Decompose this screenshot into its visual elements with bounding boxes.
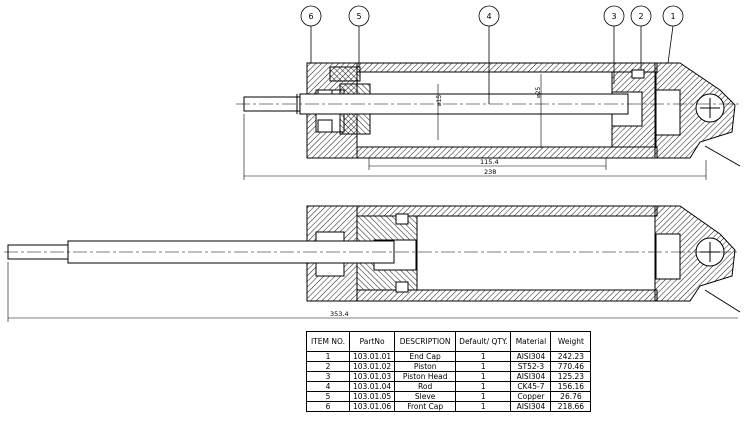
bom-header-description: DESCRIPTION <box>394 331 457 352</box>
bom-weight: 26.76 <box>550 391 592 402</box>
bom-material: CK45-7 <box>510 381 552 392</box>
balloon-3-label: 3 <box>611 12 616 21</box>
bom-material: AISI304 <box>510 371 552 382</box>
bom-item-no: 4 <box>306 381 350 392</box>
bom-item-no: 6 <box>306 401 350 412</box>
balloon-2 <box>630 5 652 27</box>
balloon-2-label: 2 <box>638 12 643 21</box>
bom-item-no: 1 <box>306 351 350 362</box>
balloon-5 <box>348 5 370 27</box>
dimensions-bottom <box>7 262 738 322</box>
bom-partno: 103.01.02 <box>348 361 396 372</box>
bom-weight: 242.23 <box>550 351 592 362</box>
bom-partno: 103.01.04 <box>348 381 396 392</box>
bom-qty: 1 <box>455 371 512 382</box>
bom-material: Copper <box>510 391 552 402</box>
rod-top <box>299 93 629 115</box>
bom-material: AISI304 <box>510 401 552 412</box>
balloon-6 <box>300 5 322 27</box>
bom-description: Sleve <box>394 391 457 402</box>
table-row: 4 103.01.04 Rod 1 CK45-7 156.16 <box>306 381 592 392</box>
table-row: 5 103.01.05 Sleve 1 Copper 26.76 <box>306 391 592 402</box>
bom-weight: 218.66 <box>550 401 592 412</box>
bom-qty: 1 <box>455 381 512 392</box>
table-row: 3 103.01.03 Piston Head 1 AISI304 125.23 <box>306 371 592 382</box>
bom-qty: 1 <box>455 391 512 402</box>
bom-partno: 103.01.05 <box>348 391 396 402</box>
barrel-wall-upper-top <box>356 62 658 73</box>
bom-partno: 103.01.03 <box>348 371 396 382</box>
bom-material: AISI304 <box>510 351 552 362</box>
dim-retracted-length: 238 <box>484 168 496 176</box>
balloon-5-label: 5 <box>356 12 361 21</box>
dim-stroke: 115.4 <box>480 158 499 166</box>
balloon-1 <box>662 5 684 27</box>
bom-partno: 103.01.06 <box>348 401 396 412</box>
bom-item-no: 3 <box>306 371 350 382</box>
bom-header-material: Material <box>510 331 552 352</box>
balloon-4-label: 4 <box>486 12 491 21</box>
table-row: 1 103.01.01 End Cap 1 AISI304 242.23 <box>306 351 592 362</box>
bom-description: Piston Head <box>394 371 457 382</box>
bom-description: Rod <box>394 381 457 392</box>
bom-description: Front Cap <box>394 401 457 412</box>
bill-of-materials: ITEM NO. PartNo DESCRIPTION Default/ QTY… <box>306 331 592 412</box>
balloon-6-label: 6 <box>308 12 313 21</box>
table-row: 6 103.01.06 Front Cap 1 AISI304 218.66 <box>306 401 592 412</box>
bom-qty: 1 <box>455 351 512 362</box>
bom-header-weight: Weight <box>550 331 592 352</box>
dimensions-top <box>243 74 707 180</box>
bom-header-row: ITEM NO. PartNo DESCRIPTION Default/ QTY… <box>306 331 592 352</box>
bom-description: Piston <box>394 361 457 372</box>
balloon-3 <box>603 5 625 27</box>
bom-qty: 1 <box>455 401 512 412</box>
sleeve-top <box>329 66 361 82</box>
bom-weight: 770.46 <box>550 361 592 372</box>
bom-description: End Cap <box>394 351 457 362</box>
bom-weight: 156.16 <box>550 381 592 392</box>
bom-item-no: 5 <box>306 391 350 402</box>
bom-header-qty: Default/ QTY. <box>455 331 512 352</box>
retracted-section-view <box>236 62 740 159</box>
dim-bore-diameter: ⌀25 <box>535 87 542 98</box>
balloon-callouts <box>300 5 684 104</box>
table-row: 2 103.01.02 Piston 1 ST52-3 770.46 <box>306 361 592 372</box>
dim-rod-diameter: ⌀15 <box>436 95 443 106</box>
dim-extended-length: 353.4 <box>330 310 349 318</box>
bom-header-item-no: ITEM NO. <box>306 331 350 352</box>
bom-weight: 125.23 <box>550 371 592 382</box>
bom-item-no: 2 <box>306 361 350 372</box>
balloon-4 <box>478 5 500 27</box>
extended-section-view <box>4 145 741 313</box>
balloon-1-label: 1 <box>670 12 675 21</box>
barrel-wall-lower-top <box>356 146 658 159</box>
bom-material: ST52-3 <box>510 361 552 372</box>
bom-partno: 103.01.01 <box>348 351 396 362</box>
bom-header-partno: PartNo <box>348 331 396 352</box>
bom-qty: 1 <box>455 361 512 372</box>
